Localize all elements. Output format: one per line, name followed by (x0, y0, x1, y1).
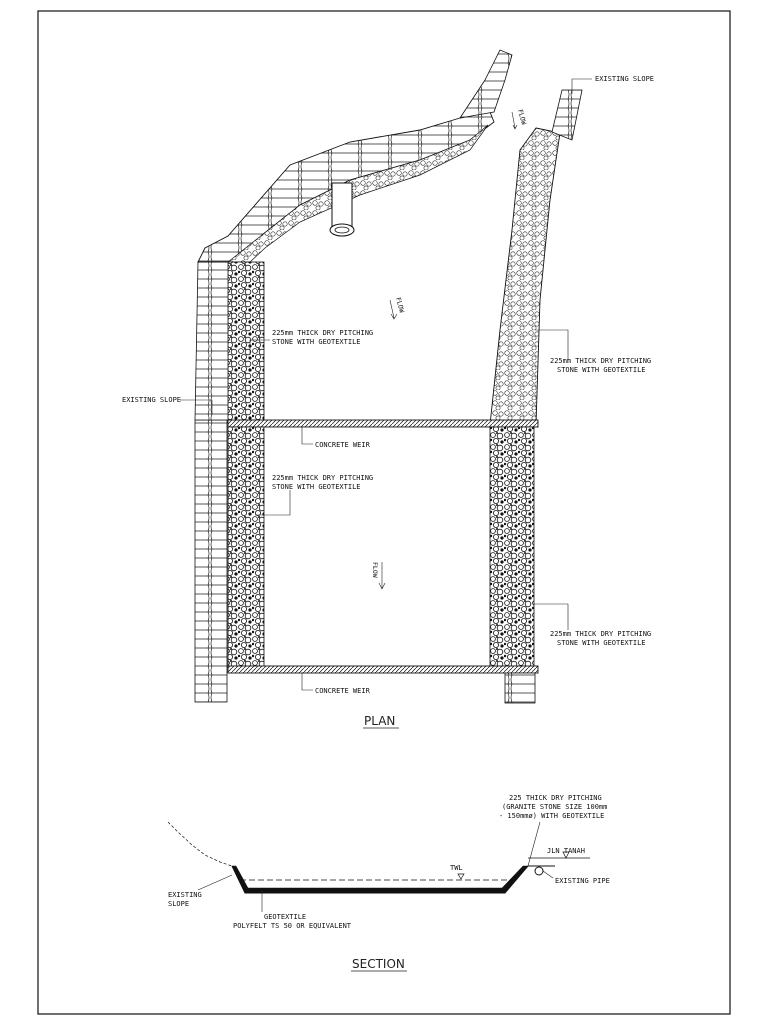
label-existing-slope-section-1: EXISTING (168, 891, 202, 899)
label-pitching-lower-right-2: STONE WITH GEOTEXTILE (557, 639, 646, 647)
label-pitching-lower-left-2: STONE WITH GEOTEXTILE (272, 483, 361, 491)
svg-text:FLOW: FLOW (516, 108, 528, 125)
jln-tanah-marker (562, 851, 570, 859)
left-existing-slope (194, 419, 228, 703)
right-pitching-lower (489, 426, 535, 668)
label-twl: TWL (450, 864, 463, 872)
left-pitching-upper (227, 261, 265, 423)
leader-concrete-weir-lower (301, 673, 313, 691)
existing-pipe-plan (329, 182, 355, 237)
existing-ground-line (167, 821, 233, 867)
leader-concrete-weir-upper (301, 427, 313, 445)
flow-arrow-lower: FLOW (371, 562, 386, 590)
plan-view: FLOW FLOW FLOW EXISTING SLOPE 225mm THIC… (122, 49, 654, 729)
upstream-channel (459, 49, 513, 119)
label-existing-slope-top: EXISTING SLOPE (595, 75, 654, 83)
label-concrete-weir-lower: CONCRETE WEIR (315, 687, 371, 695)
left-pitching-lower (227, 426, 265, 668)
section-view: 225 THICK DRY PITCHING (GRANITE STONE SI… (167, 794, 610, 972)
label-geotextile-1: GEOTEXTILE (264, 913, 306, 921)
section-pitching-layer (231, 865, 529, 894)
leader-existing-pipe (542, 870, 554, 879)
label-pitching-lower-right-1: 225mm THICK DRY PITCHING (550, 630, 651, 638)
label-jln-tanah: JLN TANAH (547, 847, 585, 855)
label-existing-slope-section-2: SLOPE (168, 900, 189, 908)
leader-pitching-lower-right (534, 603, 569, 630)
label-pitching-upper-right-2: STONE WITH GEOTEXTILE (557, 366, 646, 374)
label-pitching-upper-right-1: 225mm THICK DRY PITCHING (550, 357, 651, 365)
leader-existing-slope-left (180, 399, 213, 415)
right-downstream-slope (504, 672, 536, 704)
leader-existing-slope-section (197, 874, 233, 891)
right-existing-slope (551, 89, 583, 141)
sheet-border (37, 10, 731, 1015)
svg-text:FLOW: FLOW (371, 562, 379, 578)
label-section-pitching-3: - 150mmø) WITH GEOTEXTILE (499, 812, 604, 820)
label-existing-slope-left: EXISTING SLOPE (122, 396, 181, 404)
left-slope-upper (194, 235, 233, 421)
concrete-weir-lower (227, 665, 539, 674)
label-pitching-lower-left-1: 225mm THICK DRY PITCHING (272, 474, 373, 482)
label-pitching-upper-left-2: STONE WITH GEOTEXTILE (272, 338, 361, 346)
leader-pitching-lower-left (255, 490, 291, 516)
section-title: SECTION (352, 957, 405, 971)
label-pitching-upper-left-1: 225mm THICK DRY PITCHING (272, 329, 373, 337)
existing-pipe-section (534, 866, 544, 876)
label-section-pitching-1: 225 THICK DRY PITCHING (509, 794, 602, 802)
leader-existing-slope-top (571, 78, 592, 94)
label-geotextile-2: POLYFELT TS 50 OR EQUIVALENT (233, 922, 352, 930)
plan-title: PLAN (364, 714, 395, 728)
concrete-weir-upper (227, 419, 539, 428)
flow-arrow-top: FLOW (511, 108, 528, 130)
leader-section-pitching (527, 821, 541, 867)
upper-bank-stones (226, 124, 489, 263)
label-section-pitching-2: (GRANITE STONE SIZE 100mm (502, 803, 607, 811)
flow-arrow-mid: FLOW (389, 296, 406, 320)
svg-text:FLOW: FLOW (394, 296, 406, 313)
twl-marker (457, 873, 465, 880)
leader-pitching-upper-left (249, 339, 270, 355)
label-existing-pipe: EXISTING PIPE (555, 877, 610, 885)
right-pitching-upper (489, 127, 561, 426)
label-concrete-weir-upper: CONCRETE WEIR (315, 441, 371, 449)
leader-pitching-upper-right (535, 329, 569, 360)
